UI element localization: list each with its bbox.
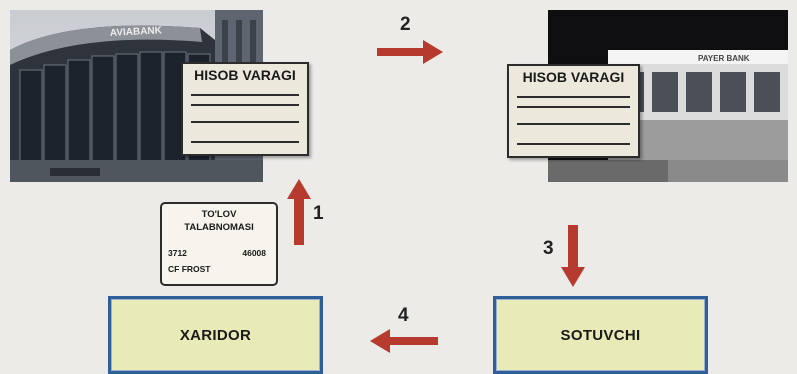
invoice-line [517, 106, 630, 108]
payment-request-title-line2: TALABNOMASI [184, 222, 254, 233]
payment-request-title-line1: TO'LOV [201, 209, 237, 220]
bank-building-photo-left: AVIABANK [10, 10, 263, 182]
invoice-document-left: HISOB VARAGI [181, 62, 309, 156]
payment-request-number-left: 3712 [168, 248, 187, 258]
bank-sign-text: AVIABANK [110, 25, 163, 39]
invoice-title: HISOB VARAGI [522, 69, 625, 85]
step-number-4: 4 [398, 305, 409, 326]
payment-request-name: CF FROST [168, 264, 211, 274]
invoice-line [517, 143, 630, 145]
buyer-label: XARIDOR [179, 326, 252, 344]
arrow-right-icon [377, 40, 443, 64]
bank-sign-text-right: PAYER BANK [698, 54, 750, 63]
seller-box: SOTUVCHI [493, 296, 708, 374]
arrow-down-icon [561, 225, 585, 287]
invoice-line [191, 121, 299, 123]
step-number-3: 3 [543, 238, 554, 259]
payment-request-card: TO'LOV TALABNOMASI 3712 46008 CF FROST [160, 202, 278, 286]
buyer-box: XARIDOR [108, 296, 323, 374]
invoice-line [191, 94, 299, 96]
arrow-up-icon [287, 179, 311, 245]
invoice-line [191, 104, 299, 106]
seller-label: SOTUVCHI [560, 326, 641, 344]
invoice-line [517, 96, 630, 98]
invoice-line [517, 123, 630, 125]
invoice-line [191, 141, 299, 143]
arrow-left-icon [370, 329, 438, 353]
invoice-title: HISOB VARAGI [194, 67, 296, 83]
step-number-1: 1 [313, 203, 324, 224]
step-number-2: 2 [400, 14, 411, 35]
payment-request-number-right: 46008 [242, 248, 266, 258]
invoice-document-right: HISOB VARAGI [507, 64, 640, 158]
